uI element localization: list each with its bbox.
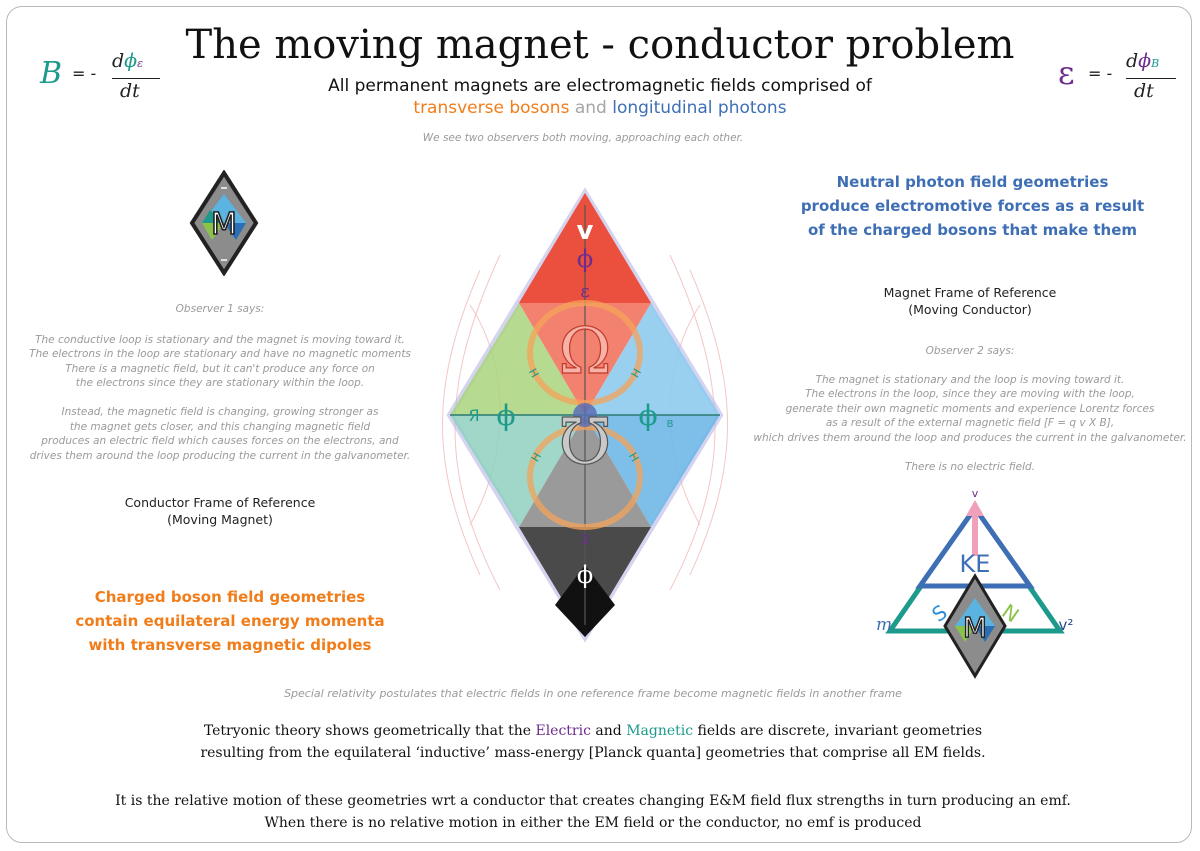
intro-text: We see two observers both moving, approa… xyxy=(422,132,744,144)
observer1-line: the electrons since they are stationary … xyxy=(75,377,365,390)
eq-fraction-bar xyxy=(112,78,160,79)
theory-post: fields are discrete, invariant geometrie… xyxy=(693,723,983,739)
eq-eps-symbol: ε xyxy=(1058,54,1075,92)
observer2-line xyxy=(740,446,1200,460)
neutral-photon-text: Neutral photon field geometries produce … xyxy=(800,170,1145,242)
phi-left-label: ϕ xyxy=(496,399,515,432)
page-title: The moving magnet - conductor problem xyxy=(185,22,1015,68)
ke-magnet-letter: M xyxy=(963,611,987,644)
eq-sub: ε xyxy=(137,57,144,70)
ke-m-label: m xyxy=(876,615,892,635)
eq-b-symbol: B xyxy=(40,56,63,91)
observer2-line: as a result of the external magnetic fie… xyxy=(825,417,1115,430)
small-magnet-icon: M xyxy=(189,170,259,276)
observer2-line: The electrons in the loop, since they ar… xyxy=(805,388,1135,401)
observer1-line xyxy=(20,391,420,405)
eq-fraction-bar xyxy=(1126,78,1176,79)
observer2-line: There is no electric field. xyxy=(904,460,1036,473)
phi-bottom-label: ϕ xyxy=(577,561,593,589)
left-mark-label: Я xyxy=(468,406,479,425)
velocity-label: v xyxy=(577,216,594,246)
observer2-block: Observer 2 says: The magnet is stationar… xyxy=(740,344,1200,474)
eq-d: d xyxy=(1126,50,1139,72)
neutral-line: Neutral photon field geometries xyxy=(836,173,1109,191)
magnet-frame-title: Magnet Frame of Reference xyxy=(883,285,1057,300)
observer2-heading: Observer 2 says: xyxy=(925,345,1015,357)
charged-line: with transverse magnetic dipoles xyxy=(88,636,372,654)
subtitle-2: transverse bosons and longitudinal photo… xyxy=(0,98,1200,118)
electric-word: Electric xyxy=(535,723,591,739)
photons-text: longitudinal photons xyxy=(612,98,787,118)
observer1-block: Observer 1 says: The conductive loop is … xyxy=(20,302,420,463)
theory-line-2: resulting from the equilateral ‘inductiv… xyxy=(200,745,986,761)
conductor-frame-sub: (Moving Magnet) xyxy=(167,512,273,527)
conclusion-line-1: It is the relative motion of these geome… xyxy=(115,793,1071,809)
observer2-line: which drives them around the loop and pr… xyxy=(753,431,1187,444)
omega-upper: Ω xyxy=(558,315,611,389)
right-equation: ε = - dϕB dt xyxy=(1058,50,1188,110)
observer1-line: drives them around the loop producing th… xyxy=(29,449,411,462)
blue-triangle-lower xyxy=(585,415,720,527)
small-magnet-letter: M xyxy=(211,207,237,242)
charged-line: Charged boson field geometries xyxy=(94,588,366,606)
subtitle: All permanent magnets are electromagneti… xyxy=(328,76,872,96)
eq-sub: B xyxy=(1151,57,1160,70)
neutral-line: of the charged bosons that make them xyxy=(807,221,1138,239)
central-diagram: Ω Ω v ϕ ε ϕ Я ϕ B ε ϕ H H H H xyxy=(442,187,728,643)
magnet-frame-sub: (Moving Conductor) xyxy=(908,302,1032,317)
conclusion-line-2: When there is no relative motion in eith… xyxy=(264,815,922,831)
eq-numerator: dϕε xyxy=(112,50,143,72)
neutral-line: produce electromotive forces as a result xyxy=(800,197,1145,215)
magnetic-word: Magnetic xyxy=(626,723,694,739)
observer2-line: generate their own magnetic moments and … xyxy=(785,402,1155,415)
charged-line: contain equilateral energy momenta xyxy=(75,612,385,630)
observer1-line: produces an electric field which causes … xyxy=(41,435,399,448)
conclusion-text: It is the relative motion of these geome… xyxy=(10,790,1176,834)
observer1-line: There is a magnetic field, but it can't … xyxy=(65,362,375,375)
magnet-frame: Magnet Frame of Reference (Moving Conduc… xyxy=(790,284,1150,318)
eq-denominator: dt xyxy=(1134,80,1154,102)
observer1-line: The electrons in the loop are stationary… xyxy=(29,348,411,361)
observer1-line: The conductive loop is stationary and th… xyxy=(35,333,405,346)
charged-boson-text: Charged boson field geometries contain e… xyxy=(60,585,400,657)
observer1-line: Instead, the magnetic field is changing,… xyxy=(61,405,379,418)
eq-equals: = - xyxy=(72,64,97,83)
epsilon-bottom-label: ε xyxy=(580,530,589,551)
theory-pre: Tetryonic theory shows geometrically tha… xyxy=(203,723,536,739)
green-triangle-lower xyxy=(450,415,585,527)
ke-diagram: v KE M S N m v² xyxy=(876,487,1074,679)
ke-v2-label: v² xyxy=(1059,616,1074,634)
theory-and: and xyxy=(590,723,627,739)
phi-right-label: ϕ xyxy=(638,399,657,432)
epsilon-top-label: ε xyxy=(580,281,589,302)
conductor-frame: Conductor Frame of Reference (Moving Mag… xyxy=(20,494,420,528)
conductor-frame-title: Conductor Frame of Reference xyxy=(124,495,316,510)
page-frame xyxy=(6,6,1192,843)
eq-phi: ϕ xyxy=(1138,50,1152,72)
eq-phi: ϕ xyxy=(124,50,138,72)
phi-right-sub: B xyxy=(667,419,674,430)
eq-numerator: dϕB xyxy=(1126,50,1159,72)
ke-v-top: v xyxy=(972,487,979,500)
theory-text: Tetryonic theory shows geometrically tha… xyxy=(10,720,1176,764)
observer1-heading: Observer 1 says: xyxy=(175,303,265,315)
blue-triangle-upper xyxy=(585,303,720,415)
eq-denominator: dt xyxy=(120,80,140,102)
omega-lower: Ω xyxy=(558,401,611,475)
observer2-line: The magnet is stationary and the loop is… xyxy=(815,373,1125,386)
observer1-line: the magnet gets closer, and this changin… xyxy=(69,420,371,433)
eq-d: d xyxy=(112,50,125,72)
theory-line-1: Tetryonic theory shows geometrically tha… xyxy=(10,720,1176,742)
left-equation: B = - dϕε dt xyxy=(40,50,170,110)
green-triangle-upper xyxy=(450,303,585,415)
phi-top-label: ϕ xyxy=(577,245,593,273)
bosons-text: transverse bosons xyxy=(413,98,570,118)
relativity-note: Special relativity postulates that elect… xyxy=(284,687,902,700)
eq-equals: = - xyxy=(1088,64,1113,83)
and-text: and xyxy=(574,98,607,118)
